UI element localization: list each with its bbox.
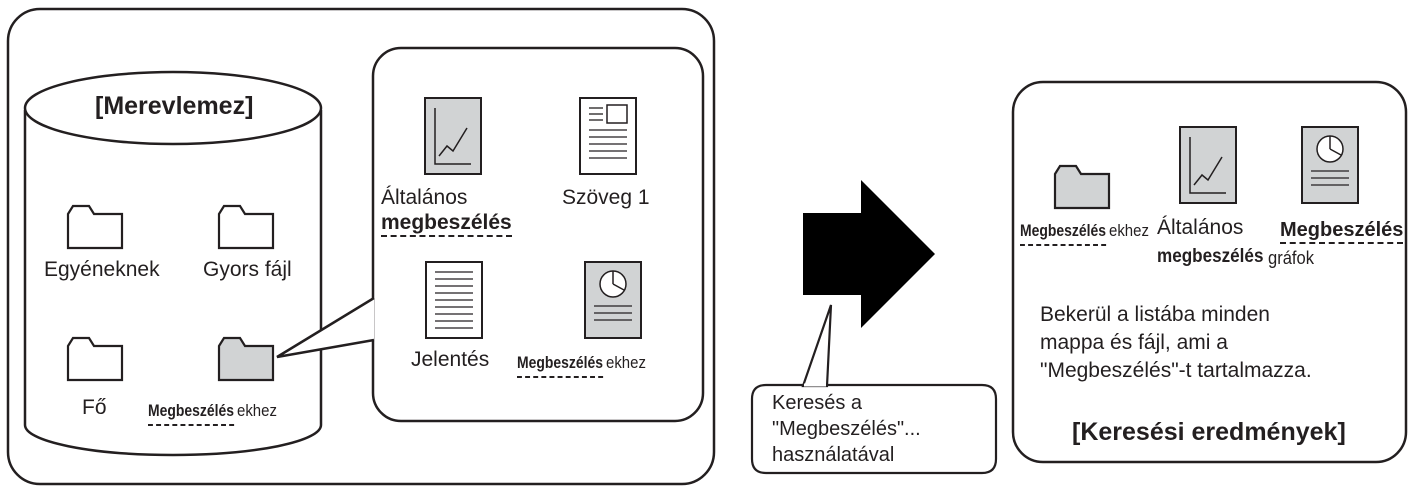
- hard-disk-title: [Merevlemez]: [95, 92, 254, 120]
- folder-icon[interactable]: [217, 336, 275, 382]
- folder-label-individuals: Egyéneknek: [44, 258, 160, 281]
- search-callout-line3: használatával: [772, 444, 895, 466]
- folder-icon[interactable]: [66, 204, 124, 250]
- file-label-general-line2: megbeszélés: [381, 211, 512, 237]
- folder-label-quick-file: Gyors fájl: [203, 258, 292, 281]
- search-match-text: Megbeszélés: [517, 351, 604, 378]
- label-suffix: ekhez: [605, 353, 646, 372]
- label-suffix: ekhez: [236, 401, 277, 420]
- search-callout-line1: Keresés a: [772, 392, 863, 414]
- report-document-icon[interactable]: [425, 261, 483, 339]
- chart-document-icon[interactable]: [1179, 126, 1237, 204]
- result-label-graphs-line1: Megbeszélés: [1280, 218, 1404, 244]
- text-document-icon[interactable]: [579, 97, 637, 175]
- folder-icon[interactable]: [1053, 164, 1111, 210]
- folder-icon[interactable]: [217, 204, 275, 250]
- file-label-general-line1: Általános: [381, 186, 468, 209]
- file-label-report: Jelentés: [411, 348, 490, 371]
- result-label-graphs-line2: gráfok: [1268, 248, 1315, 268]
- label-suffix: ekhez: [1108, 221, 1149, 240]
- search-match-text: megbeszélés: [381, 211, 512, 237]
- pie-document-icon[interactable]: [584, 261, 642, 339]
- hard-disk-panel-frame: [6, 7, 716, 486]
- chart-document-icon[interactable]: [424, 97, 482, 175]
- result-label-general-line1: Általános: [1157, 216, 1244, 239]
- search-callout-line2: "Megbeszélés"...: [772, 418, 921, 440]
- file-label-text1: Szöveg 1: [562, 186, 650, 209]
- search-match-text: Megbeszélés: [1020, 219, 1107, 246]
- folder-label-main: Fő: [82, 396, 107, 419]
- search-match-text: Megbeszélés: [1280, 219, 1404, 244]
- result-label-general-line2: megbeszélés: [1157, 244, 1275, 269]
- search-arrow: [803, 180, 935, 328]
- search-match-text: Megbeszélés: [148, 399, 235, 426]
- search-callout: [750, 304, 998, 475]
- results-description-line3: "Megbeszélés"-t tartalmazza.: [1040, 359, 1312, 382]
- results-description-line2: mappa és fájl, ami a: [1040, 331, 1228, 354]
- results-description-line1: Bekerül a listába minden: [1040, 303, 1270, 326]
- folder-icon[interactable]: [66, 336, 124, 382]
- search-match-text: megbeszélés: [1157, 246, 1264, 267]
- search-results-title: [Keresési eredmények]: [1072, 418, 1346, 446]
- pie-document-icon[interactable]: [1301, 126, 1359, 204]
- popup-pointer: [276, 296, 375, 359]
